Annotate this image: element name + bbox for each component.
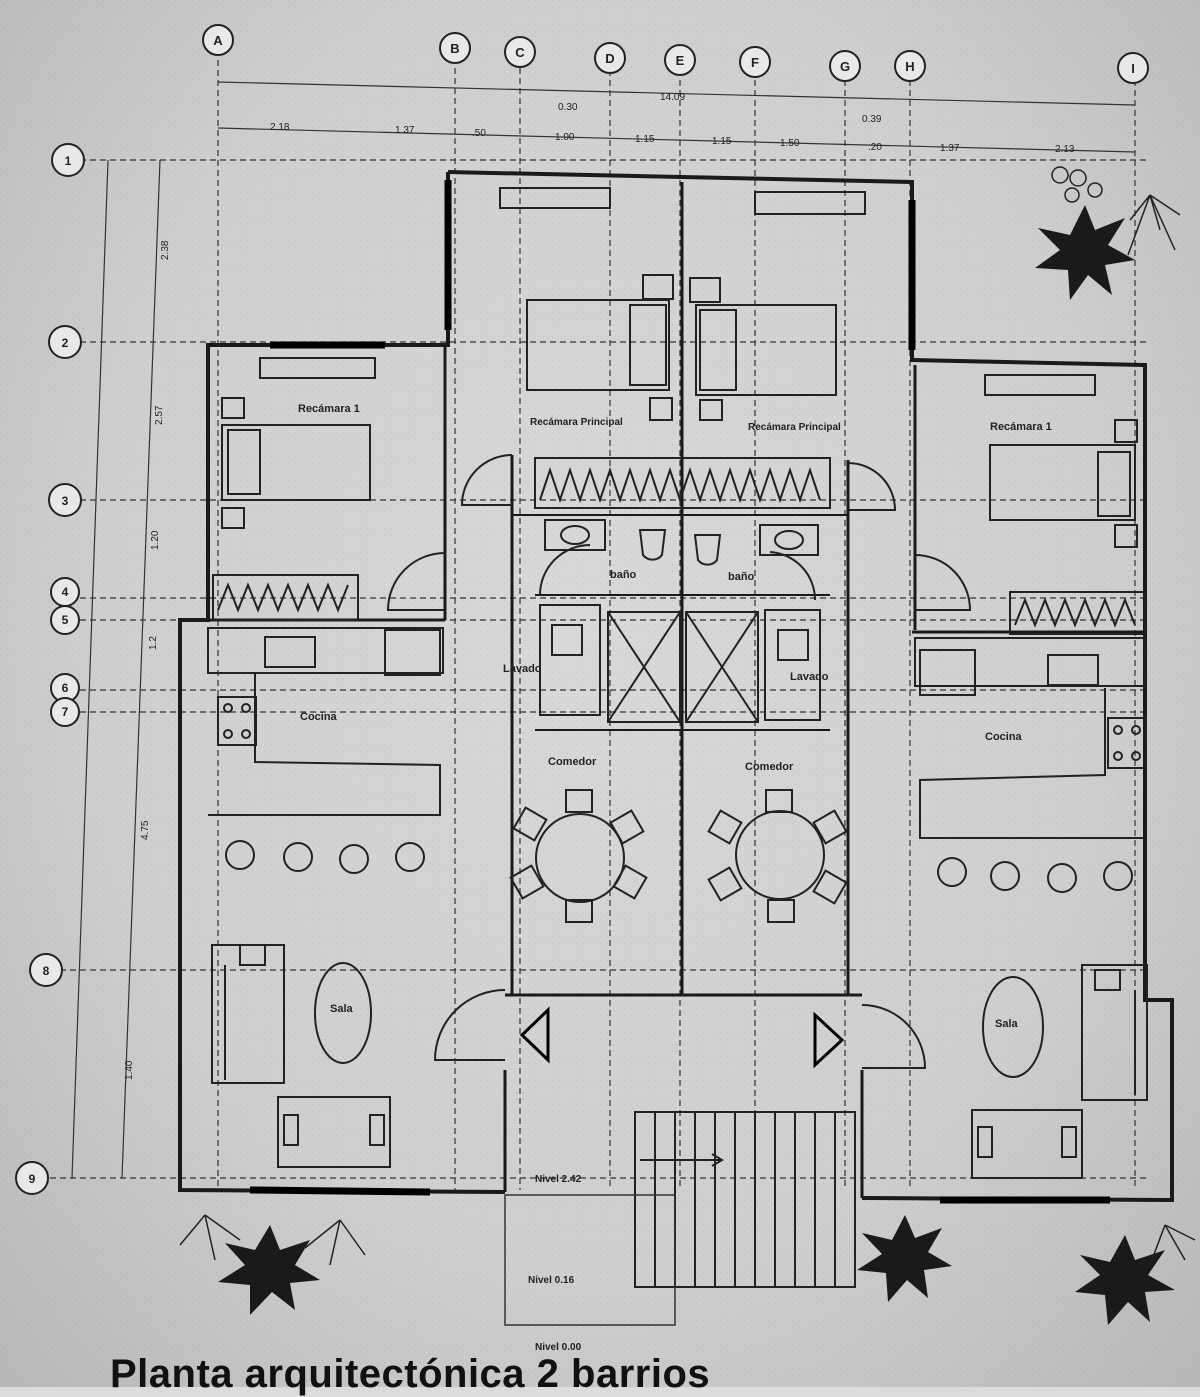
room-label: Sala [330,1003,354,1015]
grid-bubble-d [594,42,626,74]
svg-text:2.38: 2.38 [160,240,171,260]
svg-text:1.2: 1.2 [148,636,159,650]
level-label: Nivel 2.42 [535,1174,582,1185]
svg-text:1.50: 1.50 [780,138,800,149]
svg-text:1.40: 1.40 [124,1060,135,1080]
living-rooms [211,944,1148,1179]
room-label: Recámara 1 [298,403,360,415]
plant-icon [857,1215,952,1302]
dimension-texts: 14.09 2.18 1.37 .50 1.00 1.15 1.15 1.50 … [124,92,1075,1080]
bedroom-right-furniture [984,374,1146,635]
door-swings [386,454,972,1069]
grid-bubble-a [202,24,234,56]
grid-label-g: G [840,59,850,74]
svg-text:7: 7 [62,705,69,719]
row-labels: 1 2 3 4 5 6 7 8 9 [29,154,72,1186]
svg-text:6: 6 [62,681,69,695]
svg-text:2.13: 2.13 [1055,144,1075,155]
dim-total: 14.09 [660,92,685,103]
kitchens [207,627,1147,839]
plant-icon [1035,205,1135,300]
shrub-icons [179,166,1196,1266]
svg-text:4.75: 4.75 [140,820,151,840]
svg-text:2: 2 [62,336,69,350]
plant-icons [218,205,1175,1325]
grid-bubble-h [894,50,926,82]
grid-label-a: A [213,33,223,48]
grid-label-b: B [450,41,459,56]
svg-text:2.57: 2.57 [154,405,165,425]
room-label: Lavado [790,671,829,683]
room-label: Cocina [985,731,1023,743]
room-label: baño [610,569,637,581]
room-label: Sala [995,1018,1019,1030]
svg-text:1: 1 [65,154,72,168]
level-label: Nivel 0.16 [528,1275,575,1286]
grid-label-c: C [515,45,525,60]
svg-text:1.15: 1.15 [712,136,732,147]
level-label: Nivel 0.00 [535,1342,582,1353]
svg-text:1.00: 1.00 [555,132,575,143]
dining-tables [509,789,848,923]
windows [249,180,1110,1204]
svg-text:3: 3 [62,494,69,508]
room-label: Cocina [300,711,338,723]
room-label: Recámara 1 [990,421,1052,433]
laundry-shaft [539,604,821,723]
svg-text:.50: .50 [472,128,486,139]
row-bubbles [15,143,85,1195]
svg-text:1.20: 1.20 [150,530,161,550]
entry-markers [519,1006,845,1069]
room-label: Recámara Principal [748,422,841,433]
plan-caption: Planta arquitectónica 2 barrios [110,1352,711,1396]
svg-text:5: 5 [62,613,69,627]
svg-text:1.15: 1.15 [635,134,655,145]
plant-icon [218,1225,320,1315]
grid-bubble-g [829,50,861,82]
master-bedrooms-furniture [499,187,866,509]
plant-icon [1075,1235,1175,1325]
column-labels: A B C D E F G H I [213,33,1135,76]
svg-text:2.18: 2.18 [270,122,290,133]
grid-bubble-i [1117,52,1149,84]
grid-label-i: I [1131,61,1135,76]
room-label: baño [728,571,755,583]
svg-text:.20: .20 [868,142,882,153]
bedroom-left-furniture [212,357,376,621]
dimension-lines [71,81,1136,1179]
svg-text:8: 8 [43,964,50,978]
grid-label-e: E [676,53,685,68]
level-labels: Nivel 2.42 Nivel 0.16 Nivel 0.00 [528,1174,582,1353]
svg-text:9: 9 [29,1172,36,1186]
column-bubbles [202,24,1149,84]
bathrooms-fixtures [544,519,819,566]
svg-text:1.37: 1.37 [940,143,960,154]
grid-label-h: H [905,59,914,74]
svg-text:4: 4 [62,585,69,599]
svg-text:0.30: 0.30 [558,102,578,113]
room-label: Recámara Principal [530,417,623,428]
grid-bubble-c [504,36,536,68]
svg-text:0.39: 0.39 [862,114,882,125]
grid-bubble-e [664,44,696,76]
bar-stools [225,840,1133,893]
room-label: Comedor [548,756,597,768]
entry-step [504,1194,676,1326]
svg-text:1.37: 1.37 [395,125,415,136]
grid-label-f: F [751,55,759,70]
room-labels: Recámara 1 Recámara 1 Recámara Principal… [298,403,1052,1030]
grid-label-d: D [605,51,614,66]
grid-bubble-b [439,32,471,64]
grid-bubble-f [739,46,771,78]
room-label: Lavado [503,663,542,675]
room-label: Comedor [745,761,794,773]
